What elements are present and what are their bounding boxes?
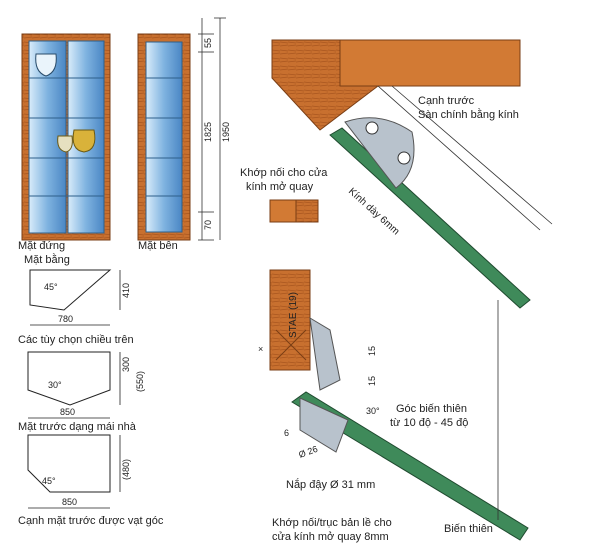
dim-55: 55	[203, 38, 213, 48]
dim-550: (550)	[135, 371, 145, 392]
front-view-cabinet	[21, 33, 111, 241]
dim-780: 780	[58, 314, 73, 324]
dim-6: 6	[284, 428, 289, 438]
stae-label: STAE (19)	[288, 292, 299, 338]
side-view-cabinet	[137, 33, 191, 241]
hinge-joint-label-2: kính mở quay	[246, 181, 314, 193]
dim-1950: 1950	[221, 122, 231, 142]
dim-480: (480)	[121, 459, 131, 480]
dim-45-a: 45°	[44, 282, 58, 292]
roof-front-shape	[27, 351, 121, 419]
top-options-label: Các tùy chọn chiều trên	[18, 334, 134, 346]
front-view-label: Mặt đứng	[18, 240, 65, 252]
roof-front-label: Mặt trước dạng mái nhà	[18, 421, 137, 433]
dim-850-b: 850	[62, 497, 77, 507]
angle-range-label-2: từ 10 độ - 45 độ	[390, 417, 468, 429]
dim-15-b: 15	[367, 376, 377, 386]
dim-70: 70	[203, 220, 213, 230]
dim-30-b: 30°	[366, 406, 380, 416]
glass-floor-label: Sàn chính bằng kính	[418, 108, 519, 121]
side-view-label: Mặt bên	[138, 240, 178, 252]
dim-45-b: 45°	[42, 476, 56, 486]
pivot-hinge-label-2: cửa kính mở quay 8mm	[272, 531, 389, 543]
dim-300: 300	[121, 357, 131, 372]
chamfer-front-label: Cạnh mặt trước được vạt góc	[18, 515, 164, 527]
dim-850-a: 850	[60, 407, 75, 417]
variable-label: Biến thiên	[444, 523, 493, 535]
x-mark: ×	[258, 344, 263, 354]
dim-410: 410	[121, 283, 131, 298]
cover-cap-label: Nắp đậy Ø 31 mm	[286, 478, 375, 491]
chamfer-front-shape	[27, 434, 121, 509]
glass-thickness-label: Kính dày 6mm	[346, 186, 401, 237]
dim-1825: 1825	[203, 122, 213, 142]
front-edge-label: Cạnh trước	[418, 95, 475, 107]
lower-detail	[269, 199, 529, 541]
dim-30-a: 30°	[48, 380, 62, 390]
pivot-hinge-label: Khớp nối/trục bản lề cho	[272, 517, 392, 529]
dim-15-a: 15	[367, 346, 377, 356]
upper-detail	[271, 39, 553, 309]
dim-26: Ø 26	[297, 444, 319, 460]
plan-view-label: Mặt bằng	[24, 253, 70, 266]
height-dimensions	[198, 17, 226, 241]
plan-view-shape	[29, 269, 121, 326]
angle-range-label: Góc biến thiên	[396, 403, 467, 415]
hinge-joint-label: Khớp nối cho cửa	[240, 167, 328, 179]
